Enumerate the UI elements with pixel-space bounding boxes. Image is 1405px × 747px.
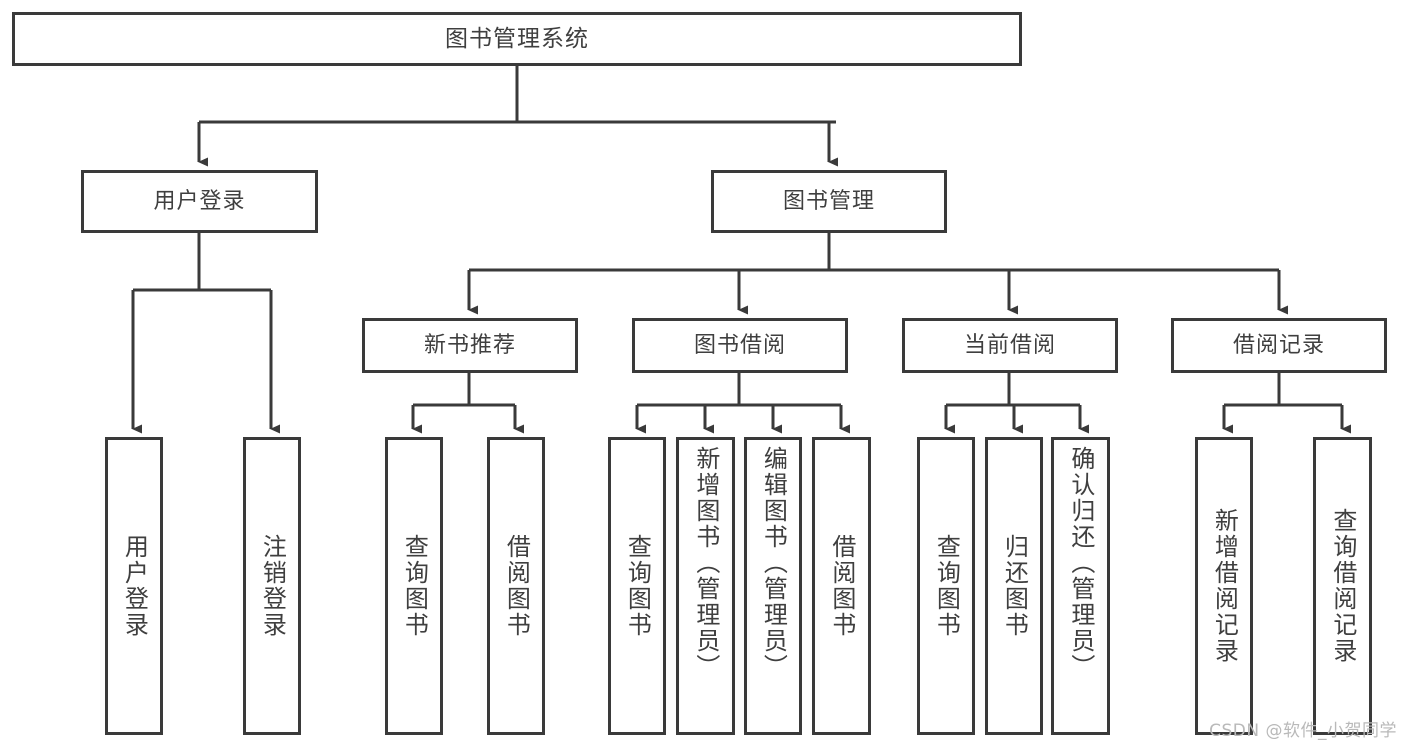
node-book-manage[interactable]: 图书管理 xyxy=(711,170,947,233)
leaf-current-borrow-query[interactable]: 查询图书 xyxy=(917,437,975,735)
leaf-label: 归还图书 xyxy=(1000,534,1029,638)
leaf-current-borrow-confirm[interactable]: 确认归还（管理员） xyxy=(1051,437,1110,735)
leaf-book-borrow-add[interactable]: 新增图书（管理员） xyxy=(676,437,735,735)
leaf-book-borrow-query[interactable]: 查询图书 xyxy=(608,437,666,735)
leaf-label: 查询图书 xyxy=(932,534,961,638)
leaf-user-login-login[interactable]: 用户登录 xyxy=(105,437,163,735)
leaf-label: 注销登录 xyxy=(258,534,287,638)
node-label: 新书推荐 xyxy=(423,332,516,358)
leaf-user-login-logout[interactable]: 注销登录 xyxy=(243,437,301,735)
leaf-label: 借阅图书 xyxy=(827,534,856,638)
node-book-borrow[interactable]: 图书借阅 xyxy=(632,318,848,373)
node-label: 图书借阅 xyxy=(693,332,786,358)
leaf-label: 查询借阅记录 xyxy=(1328,508,1357,664)
leaf-current-borrow-return[interactable]: 归还图书 xyxy=(985,437,1043,735)
leaf-book-borrow-borrow[interactable]: 借阅图书 xyxy=(812,437,871,735)
node-label: 当前借阅 xyxy=(963,332,1056,358)
leaf-label: 新增借阅记录 xyxy=(1210,508,1239,664)
node-current-borrow[interactable]: 当前借阅 xyxy=(902,318,1118,373)
node-borrow-record[interactable]: 借阅记录 xyxy=(1171,318,1387,373)
leaf-new-book-borrow[interactable]: 借阅图书 xyxy=(487,437,545,735)
leaf-label: 编辑图书（管理员） xyxy=(759,446,788,680)
node-label: 用户登录 xyxy=(153,188,246,214)
leaf-book-borrow-edit[interactable]: 编辑图书（管理员） xyxy=(744,437,802,735)
node-label: 借阅记录 xyxy=(1232,332,1325,358)
node-root-system[interactable]: 图书管理系统 xyxy=(12,12,1022,66)
node-label: 图书管理 xyxy=(782,188,875,214)
leaf-label: 借阅图书 xyxy=(502,534,531,638)
node-label: 图书管理系统 xyxy=(445,25,589,52)
node-user-login[interactable]: 用户登录 xyxy=(81,170,318,233)
leaf-label: 新增图书（管理员） xyxy=(691,446,720,680)
leaf-borrow-record-add[interactable]: 新增借阅记录 xyxy=(1195,437,1253,735)
leaf-borrow-record-query[interactable]: 查询借阅记录 xyxy=(1313,437,1372,735)
node-new-book-recommend[interactable]: 新书推荐 xyxy=(362,318,578,373)
leaf-label: 查询图书 xyxy=(623,534,652,638)
leaf-label: 查询图书 xyxy=(400,534,429,638)
leaf-label: 确认归还（管理员） xyxy=(1066,446,1095,680)
csdn-watermark: CSDN @软件_小贺同学 xyxy=(1209,721,1397,741)
leaf-label: 用户登录 xyxy=(120,534,149,638)
leaf-new-book-query[interactable]: 查询图书 xyxy=(385,437,443,735)
